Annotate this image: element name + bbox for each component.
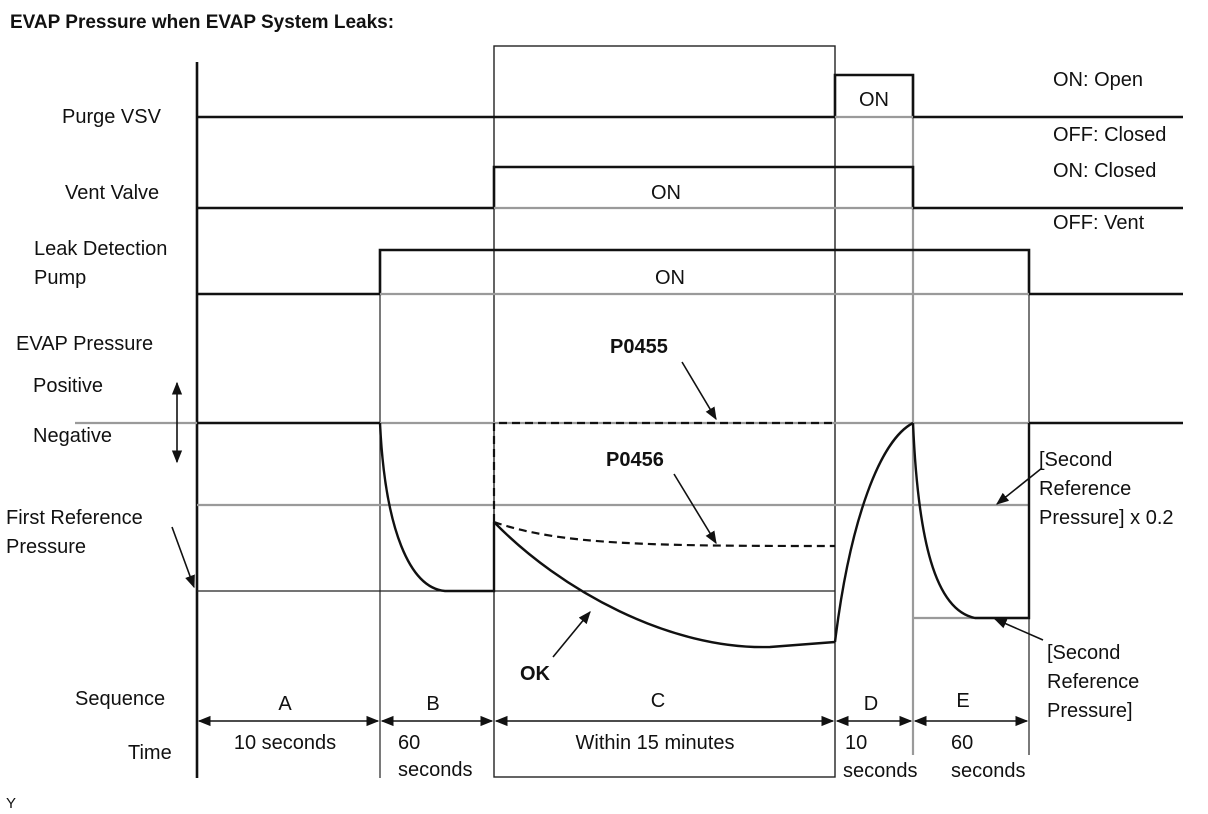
footer-mark: Y [6, 795, 16, 812]
vent-on-label: ON [651, 182, 681, 204]
pressure-curve-phase-b [378, 422, 496, 593]
time-a: 10 seconds [234, 732, 336, 754]
vent-on-closed-label: ON: Closed [1053, 160, 1156, 182]
leak-pump-signal [197, 248, 1183, 296]
p0455-arrow [681, 361, 717, 421]
pump-on-label: ON [655, 267, 685, 289]
time-c: Within 15 minutes [576, 732, 735, 754]
sequence-label: Sequence [75, 688, 165, 710]
first-ref-label-line1: First Reference [6, 507, 143, 529]
p0456-dashed-curve [493, 520, 836, 548]
second-ref-line3: Pressure] [1047, 700, 1133, 722]
positive-label: Positive [33, 375, 103, 397]
second-ref-x02-line1: [Second [1039, 449, 1112, 471]
vent-off-vent-label: OFF: Vent [1053, 212, 1145, 234]
second-ref-line1: [Second [1047, 642, 1120, 664]
phase-label-a: A [278, 693, 292, 715]
phase-c-box [493, 45, 836, 778]
p0455-dashed-curve [492, 421, 835, 522]
second-ref-line2: Reference [1047, 671, 1139, 693]
time-b-line2: seconds [398, 759, 473, 781]
purge-on-open-label: ON: Open [1053, 69, 1143, 91]
p0456-arrow [673, 473, 717, 545]
time-e-line1: 60 [951, 732, 973, 754]
second-ref-x02-line2: Reference [1039, 478, 1131, 500]
purge-off-closed-label: OFF: Closed [1053, 124, 1166, 146]
second-ref-arrow [993, 618, 1044, 641]
vent-valve-label: Vent Valve [65, 182, 159, 204]
evap-pressure-label: EVAP Pressure [16, 333, 153, 355]
leak-pump-label-line2: Pump [34, 267, 86, 289]
purge-vsv-label: Purge VSV [62, 106, 162, 128]
phase-label-d: D [864, 693, 878, 715]
p0456-label: P0456 [606, 449, 664, 471]
p0455-label: P0455 [610, 336, 668, 358]
negative-label: Negative [33, 425, 112, 447]
pressure-curve-phase-e [911, 422, 1031, 620]
time-label: Time [128, 742, 172, 764]
phase-label-b: B [426, 693, 439, 715]
pressure-curve-phase-d [833, 421, 914, 643]
vent-valve-signal [197, 165, 1183, 210]
purge-on-label: ON [859, 89, 889, 111]
first-ref-arrow [171, 526, 195, 589]
second-ref-x02-arrow [996, 467, 1043, 505]
diagram-title: EVAP Pressure when EVAP System Leaks: [10, 12, 394, 33]
ok-label: OK [520, 663, 551, 685]
time-d-line2: seconds [843, 760, 918, 782]
time-d-line1: 10 [845, 732, 867, 754]
time-e-line2: seconds [951, 760, 1026, 782]
purge-vsv-signal [197, 73, 1183, 119]
ok-arrow [552, 611, 591, 658]
first-ref-label-line2: Pressure [6, 536, 86, 558]
leak-pump-label-line1: Leak Detection [34, 238, 167, 260]
time-b-line1: 60 [398, 732, 420, 754]
ok-pressure-curve [493, 521, 836, 649]
phase-label-c: C [651, 690, 665, 712]
phase-label-e: E [956, 690, 969, 712]
second-ref-x02-line3: Pressure] x 0.2 [1039, 507, 1174, 529]
